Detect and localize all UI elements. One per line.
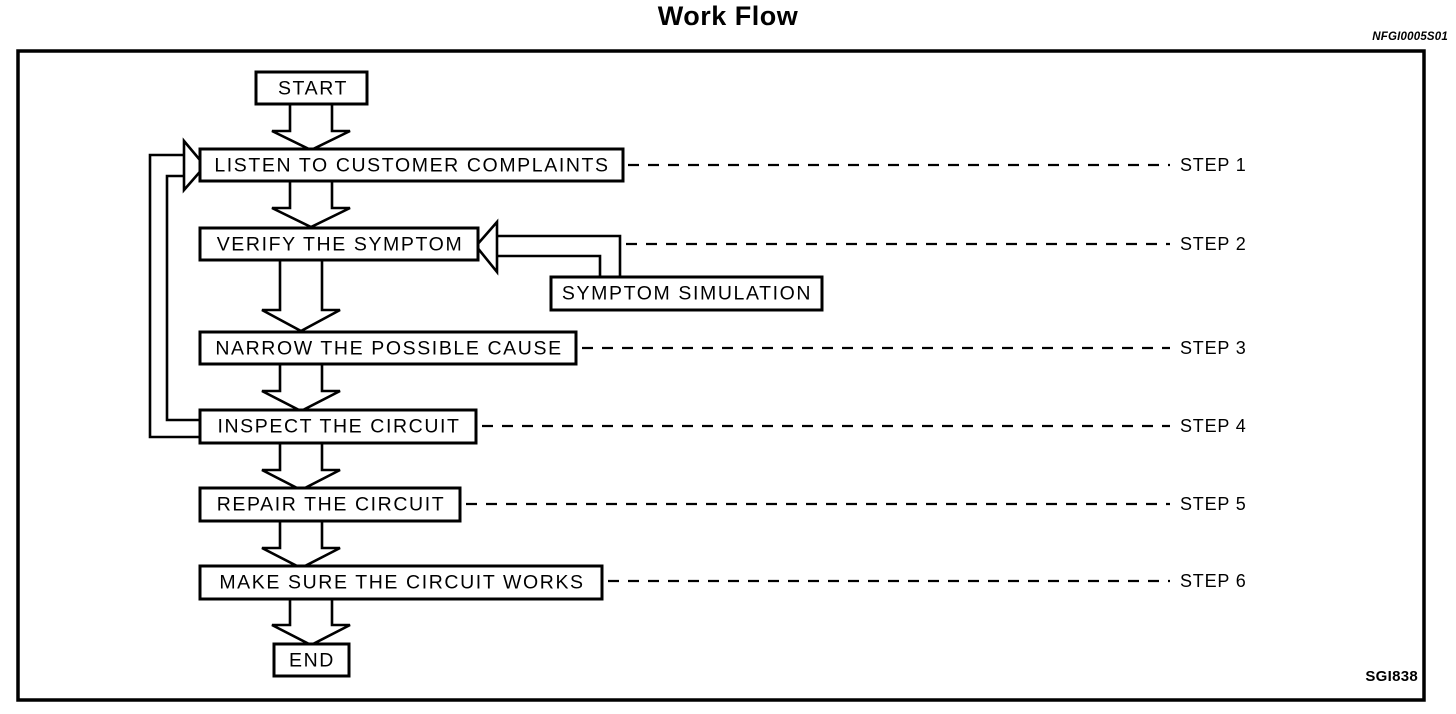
node-narrow-the-possible-cause[interactable]: NARROW THE POSSIBLE CAUSE bbox=[198, 330, 578, 366]
node-start[interactable]: START bbox=[254, 70, 369, 106]
node-repair-label: REPAIR THE CIRCUIT bbox=[217, 494, 446, 516]
node-listen-label: LISTEN TO CUSTOMER COMPLAINTS bbox=[214, 155, 609, 177]
node-inspect-label: INSPECT THE CIRCUIT bbox=[217, 416, 460, 438]
node-simulation-label: SYMPTOM SIMULATION bbox=[562, 283, 812, 305]
step-label-2: STEP 2 bbox=[1180, 234, 1247, 254]
reference-code-bottom: SGI838 bbox=[1365, 668, 1418, 685]
node-symptom-simulation[interactable]: SYMPTOM SIMULATION bbox=[549, 275, 824, 312]
arrow-inspect-to-repair bbox=[261, 443, 341, 492]
feedback-loop-inspect-to-listen bbox=[148, 137, 207, 439]
arrow-verify-to-narrow bbox=[261, 260, 341, 333]
arrow-verify-works-to-end bbox=[271, 599, 351, 647]
step-label-4: STEP 4 bbox=[1180, 416, 1247, 436]
node-make-sure-the-circuit-works[interactable]: MAKE SURE THE CIRCUIT WORKS bbox=[198, 564, 604, 601]
step-label-6: STEP 6 bbox=[1180, 571, 1247, 591]
node-verify-works-label: MAKE SURE THE CIRCUIT WORKS bbox=[219, 572, 584, 594]
node-inspect-the-circuit[interactable]: INSPECT THE CIRCUIT bbox=[198, 408, 478, 445]
arrow-simulation-to-verify bbox=[474, 218, 622, 277]
node-end-label: END bbox=[289, 650, 335, 672]
node-verify-label: VERIFY THE SYMPTOM bbox=[217, 234, 464, 256]
step-label-1: STEP 1 bbox=[1180, 155, 1247, 175]
node-narrow-label: NARROW THE POSSIBLE CAUSE bbox=[215, 338, 562, 360]
arrow-listen-to-verify bbox=[271, 181, 351, 229]
node-end[interactable]: END bbox=[272, 642, 351, 678]
node-verify-the-symptom[interactable]: VERIFY THE SYMPTOM bbox=[198, 226, 480, 262]
step-label-3: STEP 3 bbox=[1180, 338, 1247, 358]
node-listen-to-customer-complaints[interactable]: LISTEN TO CUSTOMER COMPLAINTS bbox=[198, 147, 625, 183]
arrow-repair-to-verify-works bbox=[261, 521, 341, 570]
node-repair-the-circuit[interactable]: REPAIR THE CIRCUIT bbox=[198, 486, 462, 523]
reference-code-top: NFGI0005S01 bbox=[1372, 31, 1448, 43]
node-start-label: START bbox=[278, 78, 348, 100]
arrow-narrow-to-inspect bbox=[261, 364, 341, 413]
arrow-start-to-listen bbox=[271, 104, 351, 152]
diagram-frame bbox=[16, 49, 1426, 702]
page-title: Work Flow bbox=[657, 1, 799, 31]
step-label-5: STEP 5 bbox=[1180, 494, 1247, 514]
